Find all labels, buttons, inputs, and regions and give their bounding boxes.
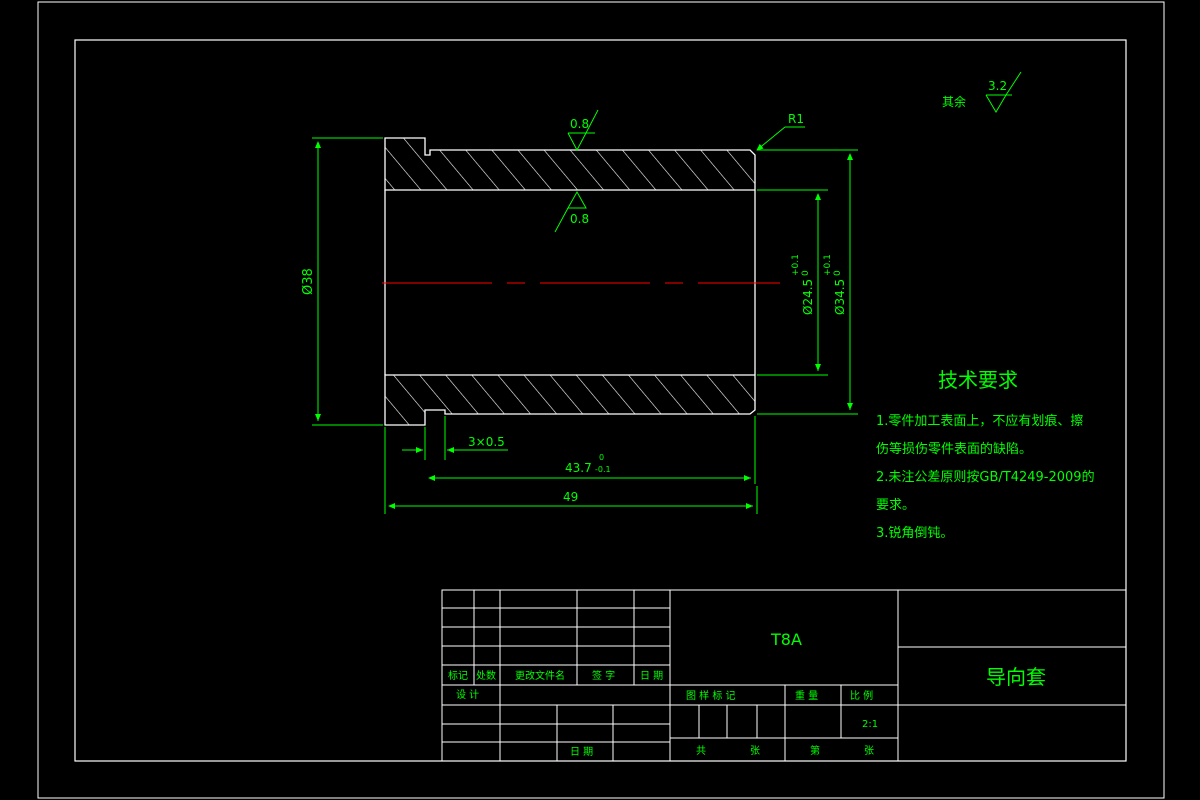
fillet-label: R1 — [788, 112, 804, 126]
scale-label: 比 例 — [850, 689, 873, 702]
dim-groove: 3×0.5 — [402, 416, 508, 460]
part-section — [382, 137, 780, 426]
total-label: 共 — [696, 745, 706, 757]
counter-diameter-label: Ø34.5 — [833, 279, 847, 315]
date2-label: 日 期 — [570, 746, 593, 758]
sheet-border — [37, 1, 1165, 799]
col-sign: 签 字 — [592, 669, 615, 682]
col-mark: 标记 — [448, 670, 468, 682]
title-block-text: T8A 导向套 标记 处数 更改文件名 签 字 日 期 设 计 日 期 图 样 … — [448, 630, 1046, 758]
technical-requirements: 技术要求 1.零件加工表面上，不应有划痕、擦 伤等损伤零件表面的缺陷。 2.未注… — [876, 368, 1095, 541]
roughness-other-value: 3.2 — [988, 79, 1007, 93]
requirement-line-5: 3.锐角倒钝。 — [876, 526, 953, 541]
dim-inner-length: 43.7 0 -0.1 — [428, 416, 756, 484]
stage-mark-label: 图 样 标 记 — [686, 689, 736, 702]
bore-diameter-label: Ø24.5 — [801, 279, 815, 315]
roughness-top-value: 0.8 — [570, 117, 589, 131]
sheet-label: 张 — [864, 745, 874, 757]
inner-length-label: 43.7 — [565, 461, 592, 475]
upper-wall — [384, 137, 756, 191]
col-doc: 更改文件名 — [515, 669, 565, 682]
inner-tol-upper: 0 — [599, 453, 604, 462]
roughness-other-label: 其余 — [942, 94, 966, 109]
roughness-bore: 0.8 — [554, 190, 589, 233]
lower-wall — [384, 374, 756, 426]
dim-bore-diameter: Ø24.5 +0.1 0 — [757, 189, 828, 376]
weight-label: 重 量 — [795, 689, 818, 702]
design-label: 设 计 — [456, 688, 479, 701]
roughness-other: 其余 3.2 — [942, 71, 1022, 113]
inner-tol-lower: -0.1 — [595, 465, 611, 474]
requirement-line-2: 伤等损伤零件表面的缺陷。 — [876, 441, 1032, 457]
total-length-label: 49 — [563, 490, 578, 504]
col-count: 处数 — [476, 669, 496, 682]
outer-diameter-label: Ø38 — [301, 268, 316, 295]
title-block — [441, 589, 1127, 762]
dim-total-length: 49 — [384, 427, 758, 514]
requirement-line-3: 2.未注公差原则按GB/T4249-2009的 — [876, 469, 1095, 485]
material-label: T8A — [770, 630, 802, 649]
bore-tol-upper: +0.1 — [791, 254, 801, 276]
bore-tol-lower: 0 — [801, 270, 811, 276]
requirement-line-4: 要求。 — [876, 498, 915, 513]
scale-value: 2:1 — [862, 719, 878, 730]
nth-label: 第 — [810, 744, 820, 757]
requirements-title: 技术要求 — [938, 368, 1018, 392]
sheets-label: 张 — [750, 745, 760, 757]
counter-tol-lower: 0 — [833, 270, 843, 276]
counter-tol-upper: +0.1 — [823, 254, 833, 276]
requirement-line-1: 1.零件加工表面上，不应有划痕、擦 — [876, 413, 1083, 429]
dim-counter-diameter: Ø34.5 +0.1 0 — [757, 149, 858, 415]
part-name: 导向套 — [986, 665, 1046, 689]
dim-outer-diameter: Ø38 — [301, 137, 383, 426]
roughness-top: 0.8 — [567, 109, 599, 152]
roughness-bore-value: 0.8 — [570, 212, 589, 226]
col-date: 日 期 — [640, 670, 663, 682]
fillet-leader: R1 — [756, 112, 805, 151]
groove-label: 3×0.5 — [468, 435, 505, 449]
